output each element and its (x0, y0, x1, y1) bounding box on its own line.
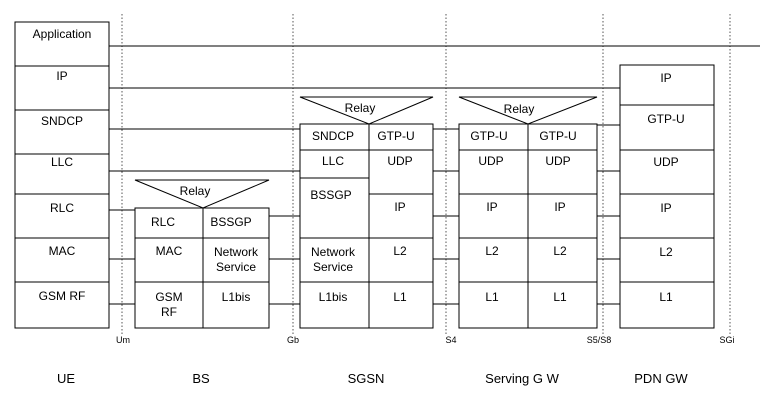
pdn-gw-name: PDN GW (634, 371, 688, 386)
interface-reference-lines (121, 14, 731, 336)
sgw-udp-left-label: UDP (478, 154, 503, 168)
pgw-ip-top-cell (619, 64, 715, 106)
ue-gsmrf-label: GSM RF (39, 289, 86, 303)
bs-stack: Relay RLC BSSGP MAC Network Service GSM … (134, 179, 270, 329)
sgw-relay-shape (458, 96, 598, 125)
sgsn-network-service-line1: Network (311, 245, 356, 259)
bs-l1bis-cell (202, 281, 270, 329)
bs-gsmrf-line1: GSM (155, 290, 182, 304)
pgw-udp-label: UDP (653, 155, 678, 169)
bs-mac-cell (134, 237, 204, 283)
sgw-l1-right-cell (527, 281, 598, 329)
sgw-l2-right-label: L2 (553, 244, 567, 258)
pgw-gtpu-label: GTP-U (647, 112, 684, 126)
sgw-l1-left-label: L1 (485, 290, 499, 304)
sgsn-relay-shape (299, 96, 434, 125)
sgsn-l2-label: L2 (393, 244, 407, 258)
sgsn-stack: Relay SNDCP GTP-U LLC UDP BSSGP IP Netwo… (299, 96, 434, 329)
sgsn-l1-cell (368, 281, 434, 329)
sgsn-sndcp-label: SNDCP (312, 129, 354, 143)
bs-network-service-line2: Service (216, 260, 256, 274)
gb-label: Gb (287, 335, 299, 345)
sgsn-name: SGSN (348, 371, 385, 386)
pgw-l2-label: L2 (659, 245, 673, 259)
ue-sndcp-label: SNDCP (41, 114, 83, 128)
pgw-gtpu-cell (619, 104, 715, 151)
serving-gw-stack: Relay GTP-U GTP-U UDP UDP IP IP L2 L2 L1… (458, 96, 598, 329)
sgsn-ip-cell (368, 193, 434, 239)
peer-links (109, 45, 760, 305)
sgsn-udp-label: UDP (387, 154, 412, 168)
bs-mac-label: MAC (156, 244, 183, 258)
sgsn-llc-label: LLC (322, 154, 344, 168)
sgsn-gtpu-cell (368, 123, 434, 151)
sgsn-ip-label: IP (394, 200, 405, 214)
ue-llc-label: LLC (51, 155, 73, 169)
sgw-l1-right-label: L1 (553, 290, 567, 304)
ue-ip-cell (14, 65, 110, 111)
sgw-gtpu-left-label: GTP-U (470, 129, 507, 143)
sgsn-gtpu-label: GTP-U (377, 129, 414, 143)
bs-gsmrf-line2: RF (161, 305, 177, 319)
sgw-udp-left-cell (458, 149, 529, 195)
bs-name: BS (192, 371, 210, 386)
ue-mac-label: MAC (49, 244, 76, 258)
bs-rlc-label: RLC (151, 215, 175, 229)
pgw-ip-top-label: IP (660, 71, 671, 85)
pgw-ip-cell (619, 193, 715, 239)
bs-l1bis-label: L1bis (222, 290, 251, 304)
ue-application-label: Application (33, 27, 92, 41)
pgw-ip-label: IP (660, 201, 671, 215)
ue-stack: Application IP SNDCP LLC RLC MAC GSM RF (14, 21, 110, 329)
serving-gw-name: Serving G W (485, 371, 559, 386)
sgw-l1-left-cell (458, 281, 529, 329)
pgw-udp-cell (619, 149, 715, 195)
bs-relay-shape (134, 179, 270, 209)
ue-llc-cell (14, 153, 110, 195)
bs-relay-label: Relay (180, 184, 211, 198)
sgw-ip-left-label: IP (486, 200, 497, 214)
sgsn-bssgp-label: BSSGP (310, 188, 351, 202)
s5s8-label: S5/S8 (587, 335, 612, 345)
bs-gsmrf-cell (134, 281, 204, 329)
sgsn-l1bis-cell (299, 281, 370, 329)
sgw-udp-right-label: UDP (545, 154, 570, 168)
sgsn-l1-label: L1 (393, 290, 407, 304)
sgw-udp-right-cell (527, 149, 598, 195)
sgsn-l1bis-label: L1bis (319, 290, 348, 304)
sgw-gtpu-left-cell (458, 123, 529, 151)
ue-sndcp-cell (14, 109, 110, 155)
ue-name: UE (57, 371, 75, 386)
pdn-gw-stack: IP GTP-U UDP IP L2 L1 (619, 64, 715, 329)
ue-gsmrf-cell (14, 281, 110, 329)
sgw-relay-label: Relay (504, 102, 535, 116)
ue-mac-cell (14, 237, 110, 283)
sgsn-bssgp-cell (299, 177, 370, 239)
s4-label: S4 (445, 335, 456, 345)
sgsn-udp-cell (368, 149, 434, 195)
bs-network-service-cell (202, 237, 270, 283)
ue-application-cell (14, 21, 110, 67)
pgw-l2-cell (619, 237, 715, 283)
sgi-label: SGi (719, 335, 734, 345)
interface-labels: Um Gb S4 S5/S8 SGi (116, 335, 735, 345)
pgw-l1-label: L1 (659, 290, 673, 304)
node-names: UE BS SGSN Serving G W PDN GW (57, 371, 688, 386)
ue-ip-label: IP (56, 69, 67, 83)
bs-bssgp-label: BSSGP (210, 215, 251, 229)
um-label: Um (116, 335, 130, 345)
ue-rlc-label: RLC (50, 201, 74, 215)
sgw-l2-left-label: L2 (485, 244, 499, 258)
sgsn-network-service-line2: Service (313, 260, 353, 274)
sgsn-relay-label: Relay (345, 101, 376, 115)
sgw-gtpu-right-label: GTP-U (539, 129, 576, 143)
pgw-l1-cell (619, 281, 715, 329)
bs-network-service-line1: Network (214, 245, 259, 259)
sgw-gtpu-right-cell (527, 123, 598, 151)
sgw-ip-right-label: IP (554, 200, 565, 214)
